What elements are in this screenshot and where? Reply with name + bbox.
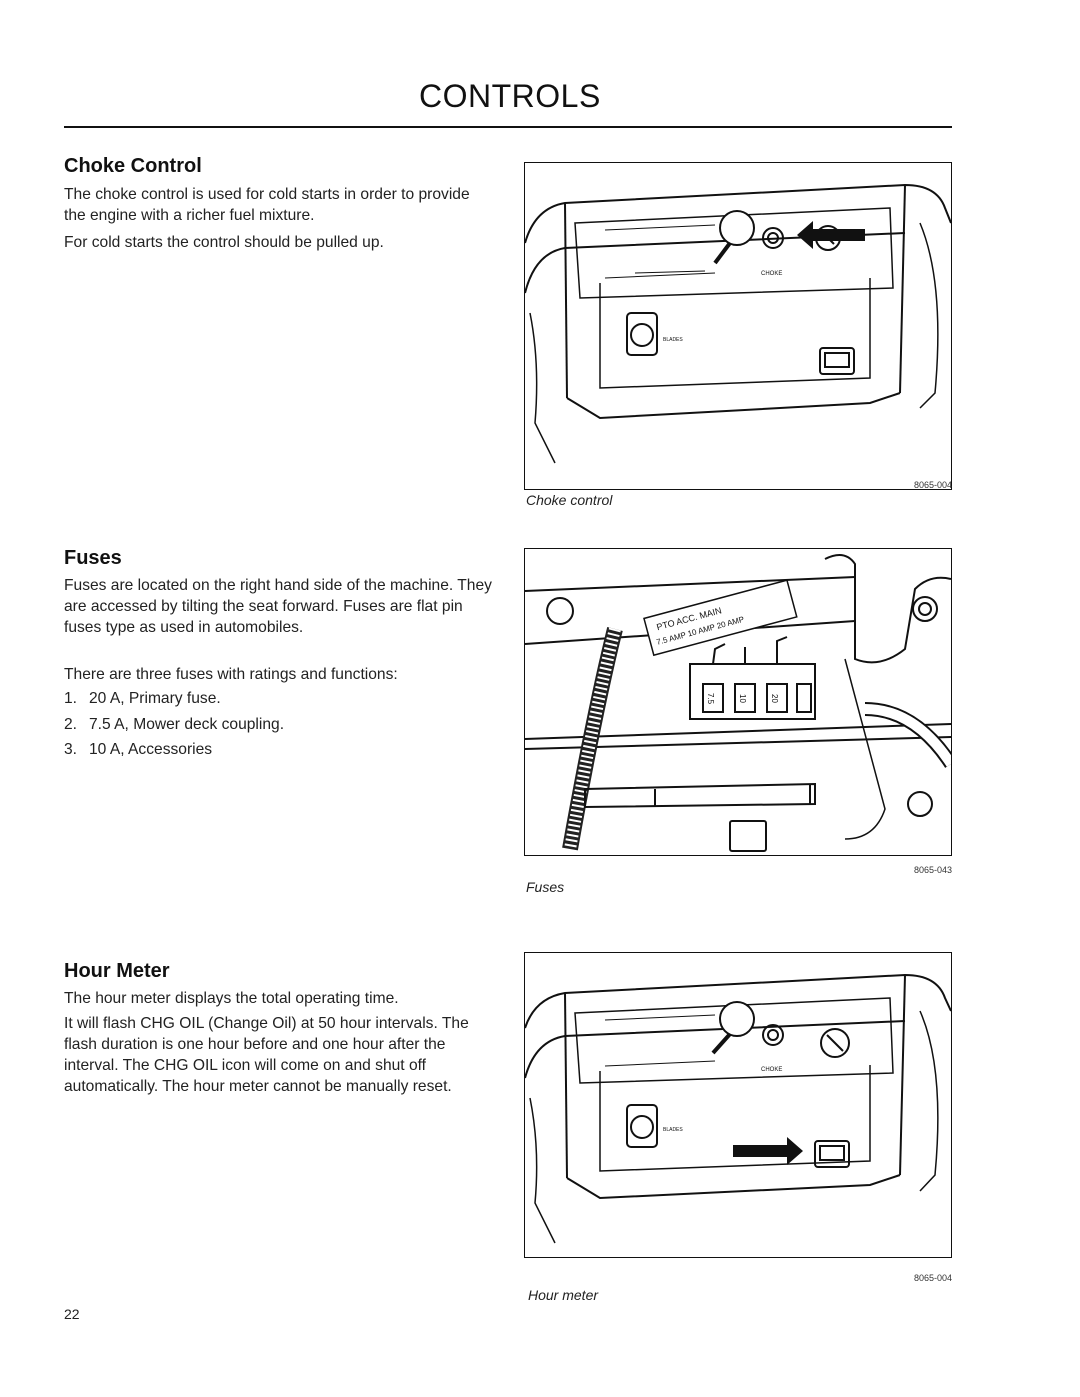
- fuse-label-20: 20: [770, 694, 779, 703]
- blades-label: BLADES: [663, 337, 683, 343]
- list-item: 1.20 A, Primary fuse.: [64, 690, 221, 707]
- header-divider: [64, 126, 952, 128]
- fuses-heading: Fuses: [64, 547, 122, 569]
- choke-figure-caption: Choke control: [526, 492, 613, 508]
- hour-meter-figure-code: 8065-004: [913, 1273, 952, 1283]
- choke-control-figure: CHOKE BLADES: [524, 162, 952, 490]
- fuse-ratings-list: 1.20 A, Primary fuse. 2.7.5 A, Mower dec…: [64, 688, 284, 765]
- choke-arrow-icon: [797, 221, 865, 249]
- choke-paragraph-2: For cold starts the control should be pu…: [64, 234, 384, 251]
- fuses-paragraph-1: Fuses are located on the right hand side…: [64, 577, 492, 636]
- hour-meter-figure: CHOKE BLADES: [524, 952, 952, 1258]
- fuse-box-illustration: PTO ACC. MAIN 7.5 AMP 10 AMP 20 AMP 7.5 …: [525, 554, 951, 852]
- choke-panel-label: CHOKE: [761, 1067, 782, 1073]
- choke-heading: Choke Control: [64, 155, 202, 177]
- choke-paragraph-1: The choke control is used for cold start…: [64, 186, 470, 224]
- dashboard-illustration: CHOKE BLADES: [525, 973, 951, 1244]
- fuses-paragraph-2: There are three fuses with ratings and f…: [64, 666, 398, 683]
- fuses-figure: PTO ACC. MAIN 7.5 AMP 10 AMP 20 AMP 7.5 …: [524, 548, 952, 856]
- fuse-label-7-5: 7.5: [706, 693, 715, 705]
- blades-label: BLADES: [663, 1127, 683, 1133]
- choke-panel-label: CHOKE: [761, 271, 782, 277]
- choke-figure-code: 8065-004: [913, 480, 952, 490]
- list-item: 2.7.5 A, Mower deck coupling.: [64, 715, 285, 733]
- fuses-figure-code: 8065-043: [913, 865, 952, 875]
- list-item: 3.10 A, Accessories: [64, 741, 213, 758]
- hour-meter-heading: Hour Meter: [64, 960, 170, 982]
- hour-meter-arrow-icon: [733, 1137, 803, 1165]
- fuses-figure-caption: Fuses: [526, 879, 565, 895]
- hour-meter-paragraph-2: It will flash CHG OIL (Change Oil) at 50…: [64, 1015, 469, 1095]
- hour-meter-figure-caption: Hour meter: [528, 1287, 599, 1303]
- page-number: 22: [64, 1306, 80, 1322]
- dashboard-illustration: CHOKE BLADES: [525, 183, 951, 464]
- hour-meter-paragraph-1: The hour meter displays the total operat…: [64, 990, 399, 1007]
- page-title: CONTROLS: [419, 78, 601, 114]
- fuse-label-10: 10: [738, 694, 747, 703]
